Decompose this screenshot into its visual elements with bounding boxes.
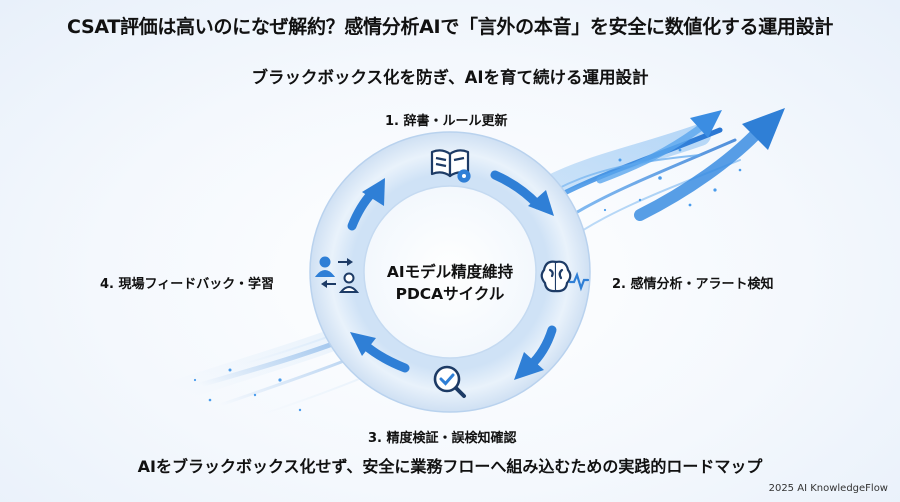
cycle-arrow-top-right — [490, 170, 554, 216]
cycle-arrow-bottom-right — [514, 325, 557, 380]
page-subtitle: ブラックボックス化を防ぎ、AIを育て続ける運用設計 — [251, 68, 649, 87]
cycle-arrow-top-left — [347, 178, 385, 231]
team-exchange-icon — [314, 256, 360, 293]
cycle-step-3-label: 3. 精度検証・誤検知確認 — [368, 431, 517, 446]
cycle-center-subtitle: PDCAサイクル — [395, 285, 505, 303]
cycle-step-4-label: 4. 現場フィードバック・学習 — [100, 277, 274, 292]
bottom-caption: AIをブラックボックス化せず、安全に業務フローへ組み込むための実践的ロードマップ — [137, 457, 763, 476]
cycle-step-2-label: 2. 感情分析・アラート検知 — [612, 277, 774, 292]
cycle-arrow-bottom-left — [350, 332, 410, 373]
book-gear-icon — [430, 149, 471, 183]
cycle-center-title: AIモデル精度維持 — [386, 263, 514, 281]
growth-arrow-icon — [596, 108, 785, 221]
particle-dots — [193, 148, 742, 412]
copyright-text: 2025 AI KnowledgeFlow — [768, 483, 888, 494]
cycle-step-1-label: 1. 辞書・ルール更新 — [385, 114, 508, 129]
brain-waveform-icon — [540, 260, 590, 293]
magnifier-check-icon — [433, 365, 466, 398]
page-title: CSAT評価は高いのになぜ解約？感情分析AIで「言外の本音」を安全に数値化する運… — [66, 16, 834, 38]
